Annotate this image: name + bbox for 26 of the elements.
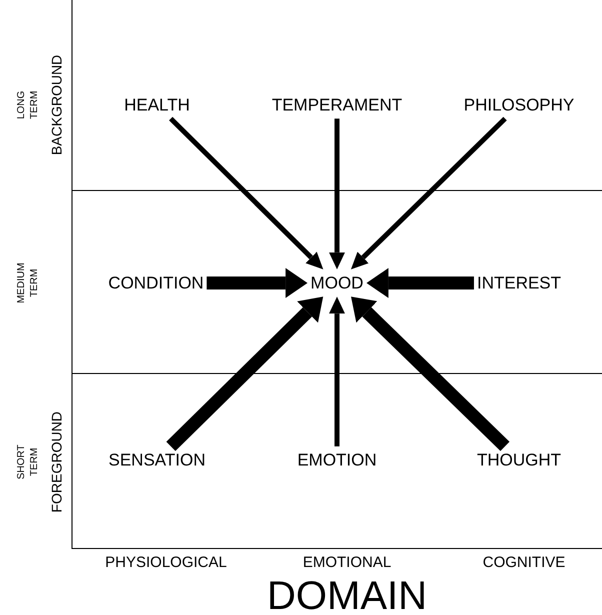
node-label: EMOTION [297,449,377,471]
axis-title: DOMAIN [267,576,427,615]
node-label: PHILOSOPHY [464,94,574,116]
axis-label: SHORT TERM [15,444,41,482]
arrow [329,296,345,446]
arrow [329,118,345,270]
arrow [169,116,324,270]
node-label: MOOD [310,272,364,294]
axis-label: LONG TERM [15,90,41,122]
axis-label: PHYSIOLOGICAL [105,552,227,573]
arrow [350,116,507,270]
axis-label: EMOTIONAL [302,552,392,573]
arrow [351,296,510,452]
node-label: HEALTH [124,94,190,116]
axis-label: MEDIUM TERM [15,262,41,306]
axis-label: FOREGROUND [48,411,66,513]
axis-label: BACKGROUND [48,54,66,156]
node-label: SENSATION [108,449,206,471]
node-label: THOUGHT [476,449,562,471]
arrow [166,296,324,452]
node-label: TEMPERAMENT [272,94,402,116]
node-label: INTEREST [476,272,562,294]
arrow [366,268,474,298]
arrow [206,268,308,298]
axis-label: COGNITIVE [482,552,566,573]
node-label: CONDITION [108,272,204,294]
